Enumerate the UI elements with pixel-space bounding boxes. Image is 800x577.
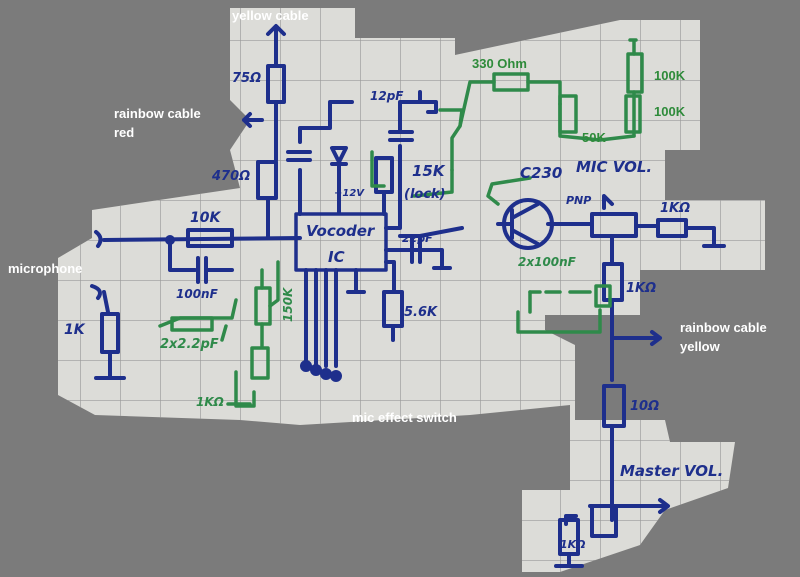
label-100k-a: 100K [654,68,686,83]
label-75-ohm: 75Ω [232,71,261,86]
label-12pf: 12pF [370,89,404,103]
label-vocoder: Vocoder [306,222,376,240]
label-12v: +12V [334,188,365,199]
label-10k: 10K [190,210,221,226]
label-rainbow-cable-yellow-line2: yellow [680,339,721,354]
label-c230: C230 [520,164,562,182]
label-1k-ohm-master: 1KΩ [560,538,586,551]
label-330-ohm: 330 Ohm [472,56,527,71]
label-1k-ohm-b: 1KΩ [626,281,656,296]
label-5-6k: 5.6K [404,305,438,320]
label-lock: (lock) [404,187,446,202]
label-1k-ohm-a: 1KΩ [660,201,690,216]
label-rainbow-cable-yellow-line1: rainbow cable [680,320,767,335]
label-1k-left: 1K [64,322,86,338]
label-150k: 150K [281,286,295,322]
typed-annotations: yellow cable rainbow cable red microphon… [8,8,767,425]
label-100k-b: 100K [654,104,686,119]
label-10-ohm: 10Ω [630,399,659,414]
label-2x100nf: 2x100nF [518,255,577,269]
label-15k: 15K [412,162,446,180]
label-pnp: PNP [566,194,591,207]
label-1k-ohm-bottom: 1KΩ [196,395,224,409]
label-master-vol: Master VOL. [620,462,723,480]
label-470-ohm: 470Ω [211,169,250,184]
label-ic: IC [328,248,345,266]
label-100nf: 100nF [176,287,219,301]
green-circuit [158,38,644,408]
label-22pf: 22pF [402,232,433,245]
label-rainbow-cable-red-line1: rainbow cable [114,106,201,121]
label-mic-effect-switch: mic effect switch [352,410,457,425]
label-rainbow-cable-red-line2: red [114,125,134,140]
label-mic-vol: MIC VOL. [576,158,652,176]
label-50k: 50K [582,130,606,145]
label-2x2-2pf: 2x2.2pF [160,337,219,352]
label-microphone: microphone [8,261,82,276]
handwritten-labels: 75Ω 470Ω 10K 12pF 15K (lock) +12V Vocode… [64,71,723,551]
blue-circuit [90,24,726,568]
label-yellow-cable: yellow cable [232,8,309,23]
